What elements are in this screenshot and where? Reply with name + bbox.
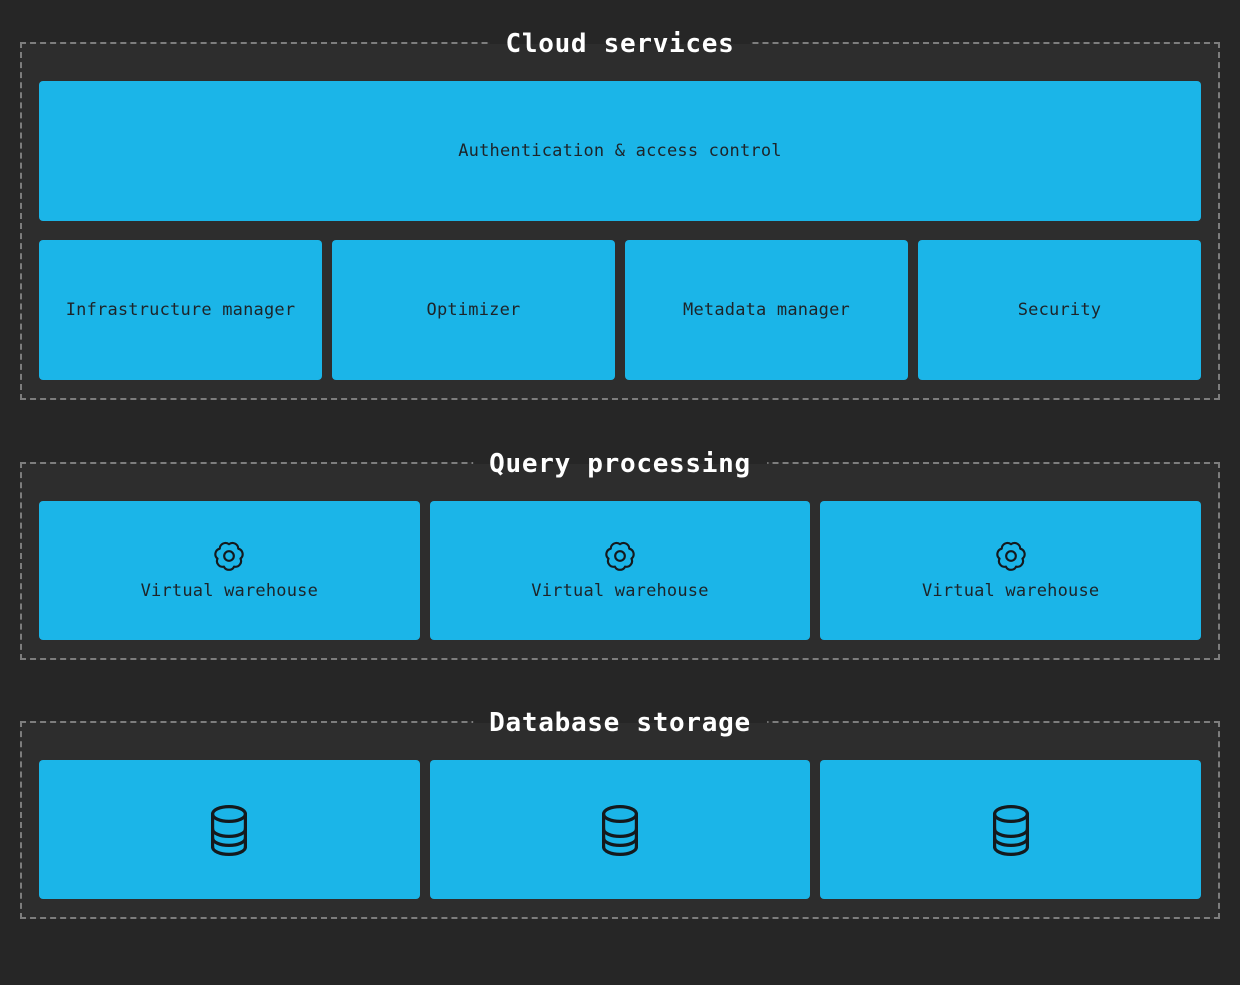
optimizer-box: Optimizer [332, 240, 615, 380]
gear-icon [605, 541, 635, 571]
box-label: Virtual warehouse [921, 580, 1100, 601]
box-label: Metadata manager [683, 300, 850, 320]
architecture-diagram: Cloud services Authentication & access c… [20, 25, 1220, 919]
virtual-warehouse-box: Virtual warehouse [429, 501, 811, 640]
gear-icon [214, 541, 245, 571]
section-database-storage: Database storage [20, 704, 1220, 919]
query-processing-row: Virtual warehouse Virtual warehouse [39, 501, 1201, 640]
box-label: Virtual warehouse [140, 580, 319, 601]
section-title-cloud-services: Cloud services [489, 25, 751, 63]
metadata-manager-box: Metadata manager [625, 240, 908, 380]
gear-icon [995, 541, 1026, 571]
cloud-services-row: Infrastructure manager Optimizer Metadat… [39, 240, 1201, 380]
auth-access-control-box: Authentication & access control [39, 81, 1201, 221]
database-box [820, 760, 1201, 899]
database-icon [988, 803, 1034, 857]
section-query-processing: Query processing Virtual warehouse [20, 445, 1220, 660]
box-label: Optimizer [426, 300, 521, 320]
virtual-warehouse-box: Virtual warehouse [820, 501, 1201, 640]
section-title-database-storage: Database storage [473, 704, 767, 742]
box-label: Infrastructure manager [65, 300, 296, 320]
section-cloud-services: Cloud services Authentication & access c… [20, 25, 1220, 400]
infrastructure-manager-box: Infrastructure manager [39, 240, 322, 380]
database-box [39, 760, 420, 899]
box-label: Authentication & access control [458, 141, 782, 161]
box-label: Virtual warehouse [531, 580, 709, 601]
box-label: Security [1017, 300, 1102, 320]
security-box: Security [918, 240, 1201, 380]
database-icon [597, 803, 643, 857]
section-title-query-processing: Query processing [473, 445, 767, 483]
virtual-warehouse-box: Virtual warehouse [39, 501, 420, 640]
database-icon [206, 803, 252, 857]
database-box [429, 760, 811, 899]
database-storage-row [39, 760, 1201, 899]
